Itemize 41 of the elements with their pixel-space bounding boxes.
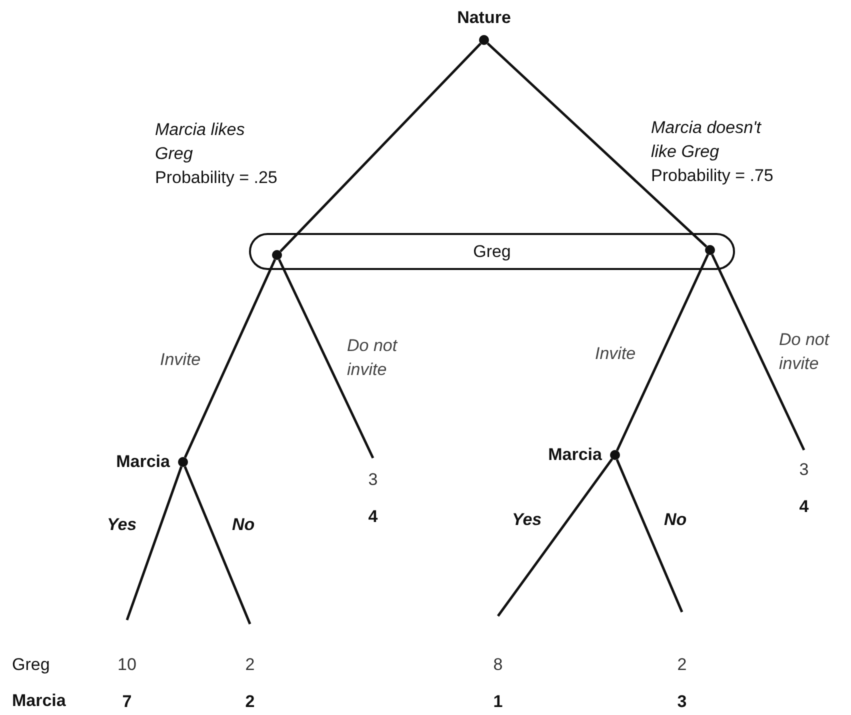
payoff-value: 4	[799, 496, 809, 518]
payoff-value: 3	[677, 691, 687, 713]
tree-branch	[616, 254, 710, 451]
tree-branch	[486, 42, 708, 248]
tree-branch	[184, 466, 252, 624]
payoff-value: 3	[368, 469, 378, 491]
decision-node	[705, 245, 715, 255]
payoff-value: 8	[493, 654, 503, 676]
payoff-value: 10	[118, 654, 136, 676]
payoff-value: 3	[799, 459, 809, 481]
player-label: Marcia	[116, 451, 170, 473]
player-row-label: Greg	[12, 655, 50, 675]
edge-label: Invite	[595, 343, 637, 365]
player-label: Nature	[457, 7, 511, 29]
edge-label: Do not invite	[779, 329, 831, 375]
tree-branch	[126, 466, 182, 620]
payoff-value: 7	[122, 691, 132, 713]
tree-branch	[496, 458, 614, 617]
payoff-value: 2	[245, 654, 255, 676]
edge-label: Marcia doesn't like Greg Probability = .75	[651, 117, 774, 187]
tree-branch	[184, 259, 276, 458]
edge-label: No	[232, 514, 256, 536]
payoff-value: 1	[493, 691, 503, 713]
edge-label: Marcia likes Greg Probability = .25	[155, 119, 278, 189]
player-row-label: Marcia	[12, 691, 66, 711]
decision-node	[272, 250, 282, 260]
tree-branch	[616, 459, 684, 612]
edge-label: Invite	[160, 349, 202, 371]
player-label: Marcia	[548, 444, 602, 466]
edge-label: No	[664, 509, 688, 531]
player-label: Greg	[473, 242, 511, 262]
tree-branch	[711, 254, 806, 451]
edge-label: Do not invite	[347, 335, 399, 381]
payoff-value: 2	[245, 691, 255, 713]
information-set-box	[249, 233, 735, 270]
payoff-value: 2	[677, 654, 687, 676]
tree-branch	[278, 258, 374, 459]
edge-label: Yes	[512, 509, 543, 531]
edge-label: Yes	[107, 514, 138, 536]
tree-branch	[280, 42, 482, 252]
payoff-value: 4	[368, 506, 378, 528]
